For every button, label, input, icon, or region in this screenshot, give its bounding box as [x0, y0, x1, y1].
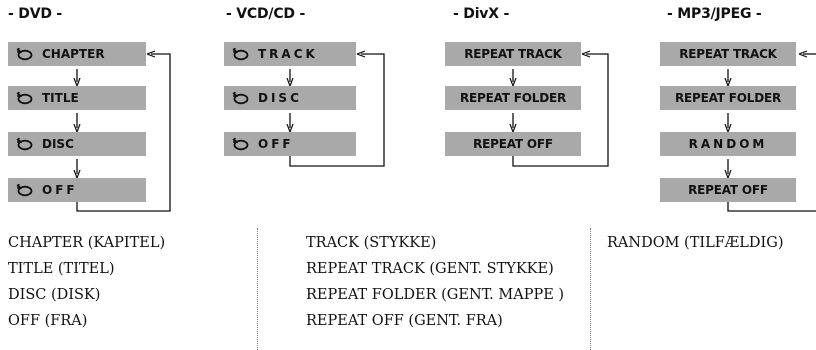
vcd-item-label: TRACK	[258, 47, 318, 61]
dvd-title-box: TITLE	[8, 86, 146, 110]
glossary-item: RANDOM (TILFÆLDIG)	[607, 235, 784, 251]
glossary-divider	[257, 228, 258, 350]
glossary-item: REPEAT TRACK (GENT. STYKKE)	[306, 261, 554, 277]
glossary-column-3: RANDOM (TILFÆLDIG)	[607, 230, 784, 256]
vcd-item-label: OFF	[258, 137, 294, 151]
divx-item-label: REPEAT FOLDER	[460, 91, 566, 105]
dvd-item-label: CHAPTER	[42, 47, 105, 61]
divx-repeat-folder-box: REPEAT FOLDER	[445, 86, 581, 110]
repeat-icon	[232, 91, 249, 105]
glossary-item: REPEAT FOLDER (GENT. MAPPE )	[306, 287, 565, 303]
mp3-repeat-off-box: REPEAT OFF	[660, 178, 796, 202]
dvd-item-label: DISC	[42, 137, 74, 151]
mp3-item-label: REPEAT OFF	[688, 183, 768, 197]
glossary-item: REPEAT OFF (GENT. FRA)	[306, 313, 503, 329]
mp3-heading: - MP3/JPEG -	[667, 6, 762, 22]
glossary-item: DISC (DISK)	[8, 287, 101, 303]
dvd-disc-box: DISC	[8, 132, 146, 156]
glossary-column-2: TRACK (STYKKE) REPEAT TRACK (GENT. STYKK…	[306, 230, 564, 334]
repeat-icon	[16, 47, 33, 61]
glossary-item: TITLE (TITEL)	[8, 261, 115, 277]
mp3-item-label: REPEAT FOLDER	[675, 91, 781, 105]
mp3-loop-line	[727, 202, 816, 212]
dvd-item-label: TITLE	[42, 91, 79, 105]
dvd-heading: - DVD -	[8, 6, 63, 22]
mp3-random-box: RANDOM	[660, 132, 796, 156]
dvd-off-box: OFF	[8, 178, 146, 202]
glossary-item: CHAPTER (KAPITEL)	[8, 235, 166, 251]
repeat-icon	[232, 47, 249, 61]
glossary-column-1: CHAPTER (KAPITEL) TITLE (TITEL) DISC (DI…	[8, 230, 165, 334]
vcd-disc-box: DISC	[224, 86, 356, 110]
vcd-off-box: OFF	[224, 132, 356, 156]
repeat-icon	[16, 137, 33, 151]
divx-heading: - DivX -	[453, 6, 510, 22]
repeat-icon	[16, 183, 33, 197]
divx-item-label: REPEAT TRACK	[464, 47, 562, 61]
mp3-item-label: RANDOM	[688, 137, 768, 151]
divx-repeat-off-box: REPEAT OFF	[445, 132, 581, 156]
glossary-item: TRACK (STYKKE)	[306, 235, 437, 251]
vcd-heading: - VCD/CD -	[226, 6, 306, 22]
divx-item-label: REPEAT OFF	[473, 137, 553, 151]
repeat-icon	[232, 137, 249, 151]
dvd-chapter-box: CHAPTER	[8, 42, 146, 66]
repeat-icon	[16, 91, 33, 105]
mp3-repeat-folder-box: REPEAT FOLDER	[660, 86, 796, 110]
mp3-item-label: REPEAT TRACK	[679, 47, 777, 61]
dvd-item-label: OFF	[42, 183, 78, 197]
glossary-item: OFF (FRA)	[8, 313, 88, 329]
vcd-item-label: DISC	[258, 91, 302, 105]
glossary-divider	[590, 228, 591, 350]
mp3-repeat-track-box: REPEAT TRACK	[660, 42, 796, 66]
divx-repeat-track-box: REPEAT TRACK	[445, 42, 581, 66]
vcd-track-box: TRACK	[224, 42, 356, 66]
